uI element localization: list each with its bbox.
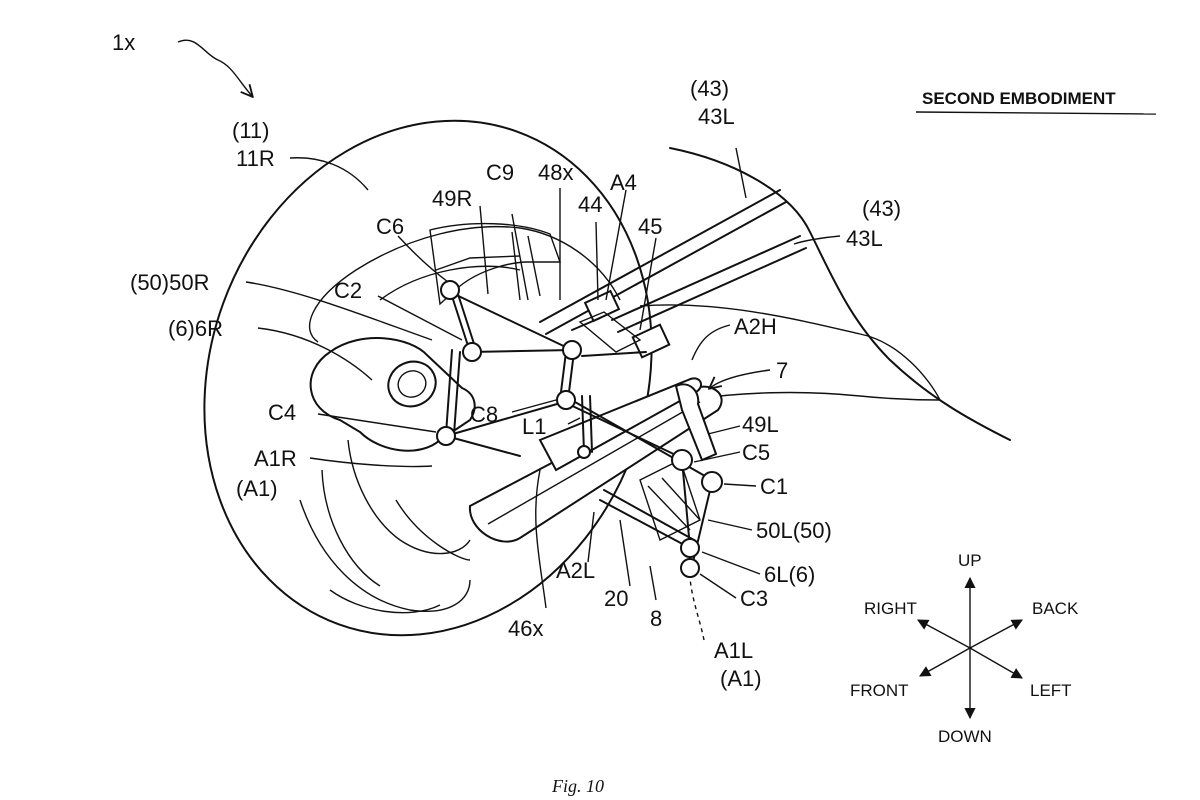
compass-up-label: UP: [958, 551, 982, 570]
reference-labels: (11) 11R C9 48x A4 49R 44 45 C6 (50)50R …: [130, 76, 901, 691]
label-a4: A4: [610, 170, 637, 195]
label-45: 45: [638, 214, 662, 239]
ball-joint-c6: [441, 281, 459, 299]
label-6r: (6)6R: [168, 316, 223, 341]
direction-compass: UP DOWN RIGHT BACK FRONT LEFT: [850, 551, 1079, 746]
compass-down-label: DOWN: [938, 727, 992, 746]
label-8: 8: [650, 606, 662, 631]
compass-left-arrow: [970, 648, 1022, 678]
label-43l-right: 43L: [846, 226, 883, 251]
ball-joint-c1: [702, 472, 722, 492]
label-44: 44: [578, 192, 602, 217]
compass-right-label: RIGHT: [864, 599, 917, 618]
label-a1r: A1R: [254, 446, 297, 471]
label-l1: L1: [522, 414, 546, 439]
label-49r: 49R: [432, 186, 472, 211]
label-48x: 48x: [538, 160, 573, 185]
label-c5: C5: [742, 440, 770, 465]
label-c3: C3: [740, 586, 768, 611]
ball-joint-6l: [681, 539, 699, 557]
label-43-right-group: (43): [862, 196, 901, 221]
label-20: 20: [604, 586, 628, 611]
label-50l: 50L(50): [756, 518, 832, 543]
label-c4: C4: [268, 400, 296, 425]
label-46x: 46x: [508, 616, 543, 641]
label-a1-paren-r: (A1): [236, 476, 278, 501]
label-6l: 6L(6): [764, 562, 815, 587]
figure-heading: SECOND EMBODIMENT: [922, 89, 1116, 108]
label-a1l: A1L: [714, 638, 753, 663]
compass-front-label: FRONT: [850, 681, 909, 700]
label-tire-group: (11): [232, 118, 270, 143]
label-43l-top: 43L: [698, 104, 735, 129]
label-c9: C9: [486, 160, 514, 185]
label-50r: (50)50R: [130, 270, 209, 295]
ref-1x-label: 1x: [112, 30, 135, 55]
compass-left-label: LEFT: [1030, 681, 1072, 700]
ball-joint-c5: [672, 450, 692, 470]
ball-joint-c3: [681, 559, 699, 577]
figure-caption: Fig. 10: [551, 776, 604, 796]
label-a1-paren-l: (A1): [720, 666, 762, 691]
compass-back-arrow: [970, 620, 1022, 648]
compass-back-label: BACK: [1032, 599, 1079, 618]
heading-underline: [916, 112, 1156, 114]
label-c2: C2: [334, 278, 362, 303]
label-a2l: A2L: [556, 558, 595, 583]
rod-43l-lower: [612, 236, 800, 320]
compass-front-arrow: [920, 648, 970, 676]
label-43-top-group: (43): [690, 76, 729, 101]
label-c1: C1: [760, 474, 788, 499]
ball-joint-c9: [563, 341, 581, 359]
label-11r: 11R: [236, 146, 275, 171]
label-c8: C8: [470, 402, 498, 427]
ref-1x-arrow: [178, 40, 252, 96]
label-c6: C6: [376, 214, 404, 239]
ball-joint-c2: [463, 343, 481, 361]
label-a2h: A2H: [734, 314, 777, 339]
rod-43l-upper: [540, 190, 780, 322]
wheel-lower-contour: [300, 500, 470, 611]
compass-right-arrow: [918, 620, 970, 648]
ball-joint-c4: [437, 427, 455, 445]
label-7: 7: [776, 358, 788, 383]
label-49l: 49L: [742, 412, 779, 437]
ball-joint-c8: [557, 391, 575, 409]
